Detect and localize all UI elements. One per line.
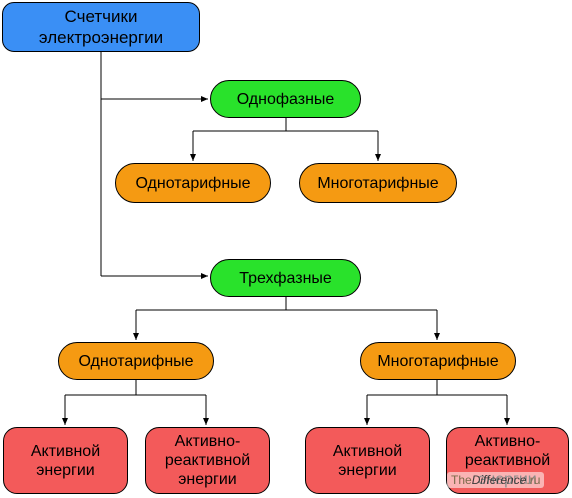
- leaf-active-energy-1: Активной энергии: [3, 427, 128, 494]
- node-three-phase: Трехфазные: [210, 259, 361, 297]
- node-single-phase-multi-tariff: Многотарифные: [299, 163, 457, 203]
- leaf-active-reactive-energy-2: Активно- реактивной энергии: [446, 427, 569, 494]
- node-three-phase-single-tariff: Однотарифные: [58, 342, 214, 380]
- watermark-prefix: The: [451, 473, 472, 487]
- node-single-phase-single-tariff: Однотарифные: [115, 163, 271, 203]
- watermark: TheDifference.ru: [447, 472, 545, 488]
- node-three-phase-multi-tariff: Многотарифные: [360, 342, 516, 380]
- leaf-active-reactive-energy-1: Активно- реактивной энергии: [145, 427, 270, 494]
- watermark-suffix: .ru: [526, 473, 541, 487]
- leaf-active-energy-2: Активной энергии: [305, 427, 430, 494]
- node-electricity-meters: Счетчики электроэнергии: [2, 2, 200, 52]
- watermark-middle: Difference: [471, 473, 527, 487]
- node-single-phase: Однофазные: [210, 80, 361, 118]
